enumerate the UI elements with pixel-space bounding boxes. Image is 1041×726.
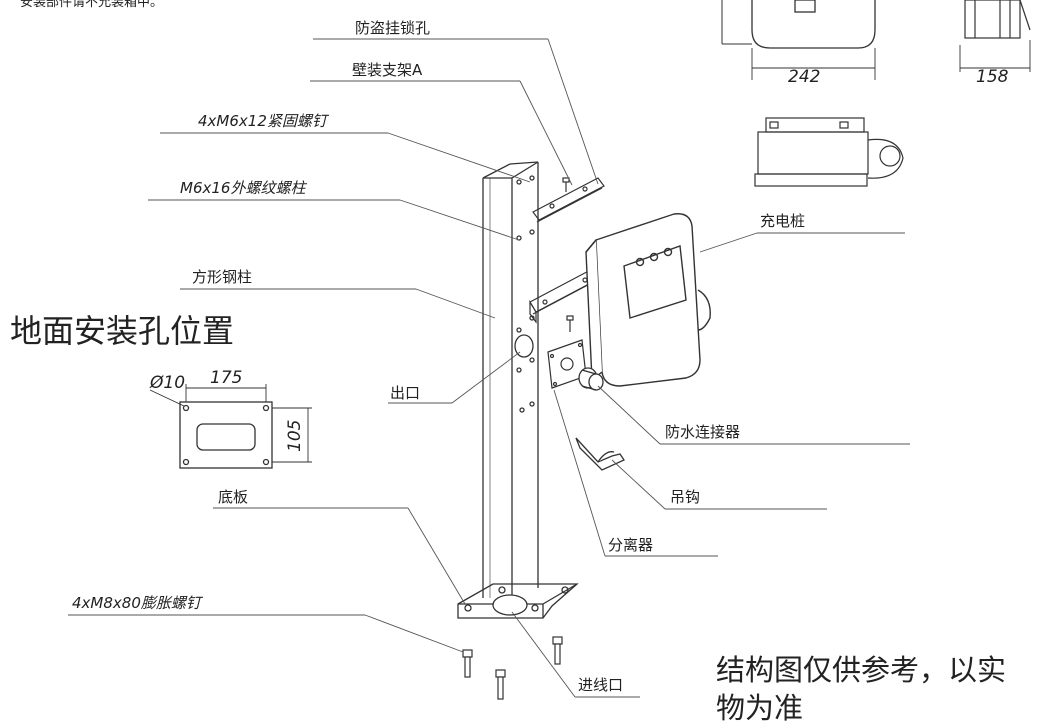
charger-front-view	[721, 0, 876, 80]
charger-side-view	[959, 0, 1031, 72]
plate-height-dim: 105	[285, 420, 305, 452]
expansion-bolts	[462, 636, 563, 700]
hook-part	[575, 437, 625, 471]
hole-diameter-dim: Ø10	[149, 373, 185, 393]
plate-width-dim: 175	[210, 368, 242, 388]
label-hook: 吊钩	[670, 488, 700, 506]
label-wall-bracket: 壁装支架A	[352, 61, 423, 79]
charger-body	[585, 213, 711, 387]
floor-mount-title: 地面安装孔位置	[10, 312, 234, 350]
depth-dimension: 158	[976, 67, 1009, 87]
label-waterproof-connector: 防水连接器	[665, 423, 740, 441]
label-stud-m6x16: M6x16外螺纹螺柱	[180, 179, 307, 197]
top-note: 安装部件请不允装箱中。	[20, 0, 163, 10]
label-base-plate: 底板	[218, 488, 248, 506]
disclaimer-line-2: 物为准	[716, 691, 803, 725]
label-outlet: 出口	[390, 384, 420, 402]
label-charger: 充电桩	[760, 212, 805, 230]
wall-bracket-upper	[532, 177, 605, 223]
waterproof-connector-part	[578, 367, 604, 391]
label-anti-theft-hole: 防盗挂锁孔	[355, 19, 430, 37]
leader-lines	[68, 38, 910, 698]
label-square-column: 方形钢柱	[192, 268, 252, 286]
disclaimer-line-1: 结构图仅供参考，以实	[716, 653, 1006, 687]
base-plate-plan	[149, 384, 312, 469]
label-expansion-screws: 4xM8x80膨胀螺钉	[72, 594, 204, 612]
label-separator: 分离器	[608, 536, 653, 554]
label-inlet: 进线口	[578, 676, 623, 694]
steel-column	[457, 161, 579, 619]
label-screws-m6x12: 4xM6x12紧固螺钉	[198, 112, 330, 130]
width-dimension: 242	[788, 67, 820, 87]
charger-top-view	[754, 117, 904, 187]
